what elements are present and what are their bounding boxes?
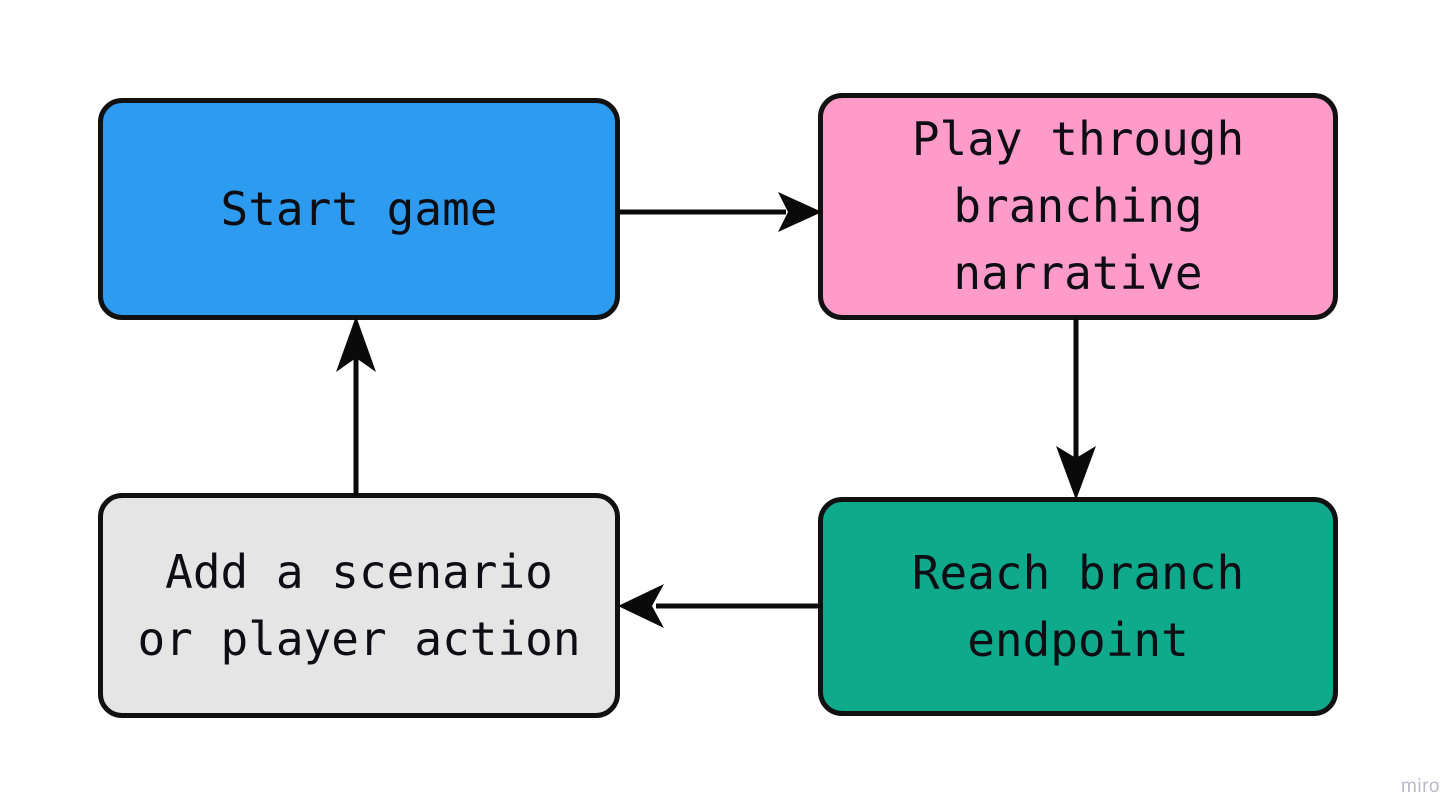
arrowhead-up-icon	[336, 316, 376, 372]
arrowhead-left-icon	[618, 584, 664, 628]
node-add-a-scenario-or-player-action-label: Add a scenario or player action	[137, 544, 581, 666]
node-start-game-label: Start game	[220, 181, 498, 236]
node-play-through-branching-narrative-label: Play through branching narrative	[911, 112, 1245, 300]
node-reach-branch-endpoint[interactable]: Reach branch endpoint	[818, 497, 1338, 716]
edge-reach-branch-endpoint-to-add-a-scenario-or-player-action	[618, 584, 822, 628]
node-reach-branch-endpoint-label: Reach branch endpoint	[911, 545, 1245, 667]
node-play-through-branching-narrative[interactable]: Play through branching narrative	[818, 93, 1338, 320]
arrowhead-right-icon	[778, 192, 822, 232]
miro-watermark: miro	[1401, 776, 1440, 797]
node-start-game[interactable]: Start game	[98, 98, 620, 320]
edge-play-through-branching-narrative-to-reach-branch-endpoint	[1056, 318, 1096, 500]
edge-add-a-scenario-or-player-action-to-start-game	[336, 316, 376, 496]
edge-start-game-to-play-through-branching-narrative	[620, 192, 822, 232]
arrowhead-down-icon	[1056, 446, 1096, 500]
node-add-a-scenario-or-player-action[interactable]: Add a scenario or player action	[98, 493, 620, 718]
